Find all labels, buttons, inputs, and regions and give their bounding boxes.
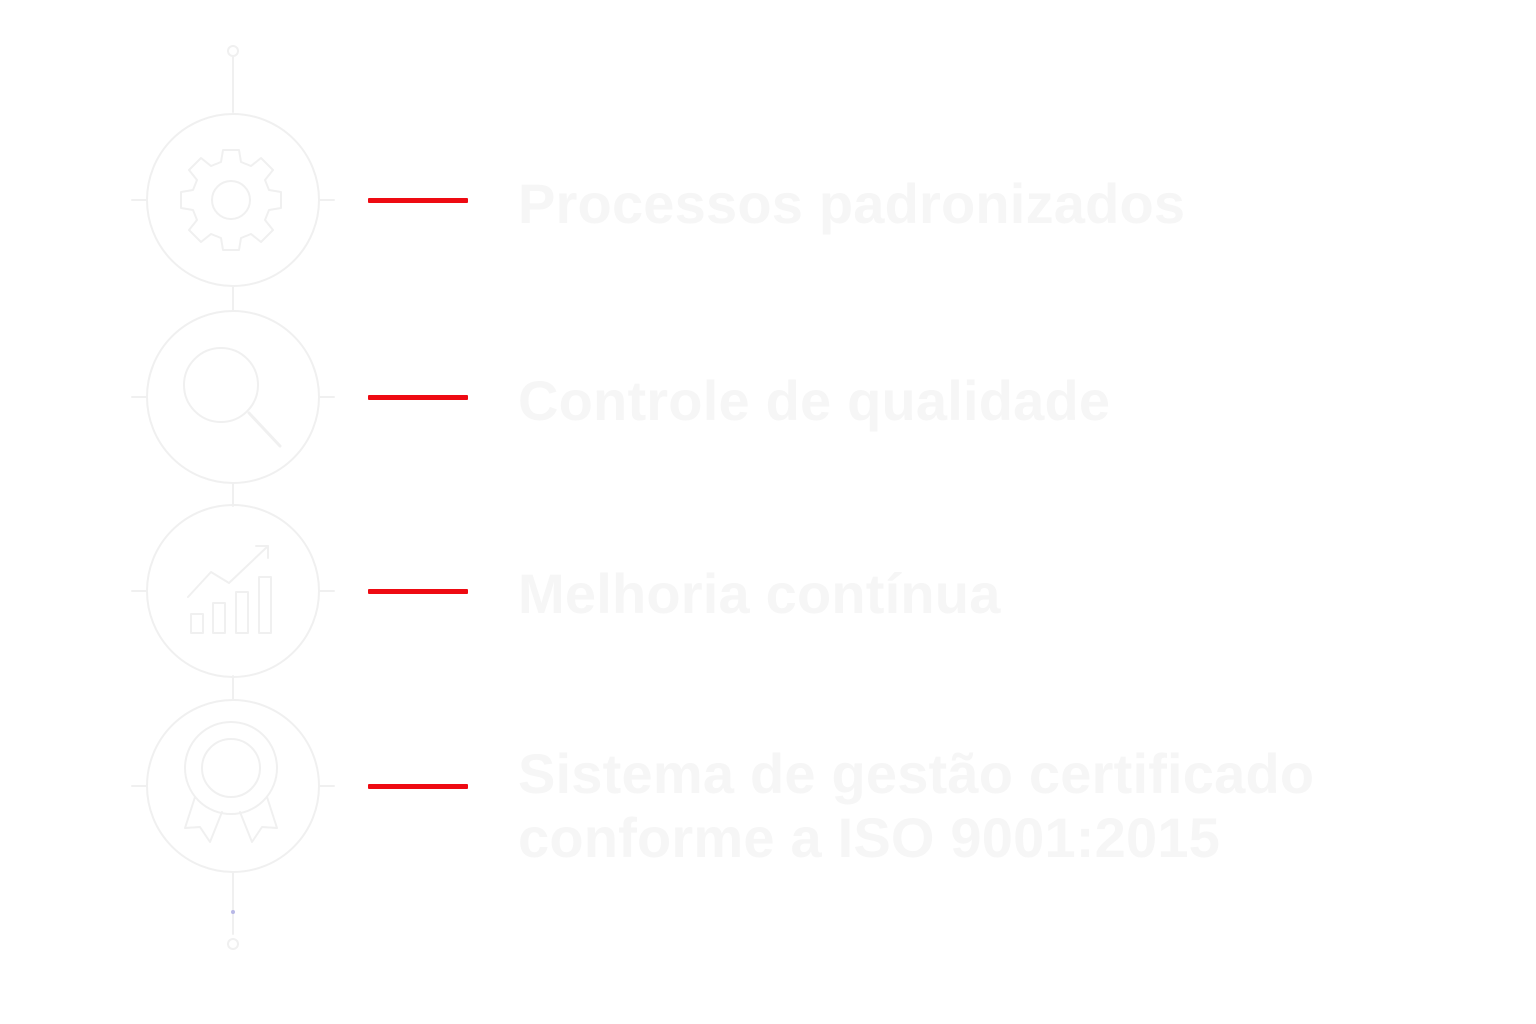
timeline-spine [131, 45, 335, 950]
growth-chart-icon [187, 545, 272, 634]
node-ring-1 [131, 113, 335, 287]
top-endpoint-dot [227, 45, 239, 57]
award-badge-icon [184, 721, 278, 843]
node-ring-4 [131, 699, 335, 873]
item-label-3: Melhoria contínua [518, 562, 1001, 625]
connector-line-2 [368, 395, 468, 400]
node-ring-2 [131, 310, 335, 484]
connector-line-3 [368, 589, 468, 594]
node-ring-3 [131, 504, 335, 678]
connector-line-1 [368, 198, 468, 203]
item-label-4-line-2: conforme a ISO 9001:2015 [518, 806, 1221, 869]
bottom-endpoint-dot [227, 938, 239, 950]
magnifier-icon [183, 347, 282, 448]
gear-icon [180, 149, 282, 251]
item-label-1: Processos padronizados [518, 172, 1186, 235]
item-label-2: Controle de qualidade [518, 369, 1111, 432]
bottom-node-marker [231, 910, 235, 914]
item-label-4: Sistema de gestão certificado conforme a… [518, 742, 1314, 870]
connector-line-4 [368, 784, 468, 789]
item-label-4-line-1: Sistema de gestão certificado [518, 742, 1315, 805]
